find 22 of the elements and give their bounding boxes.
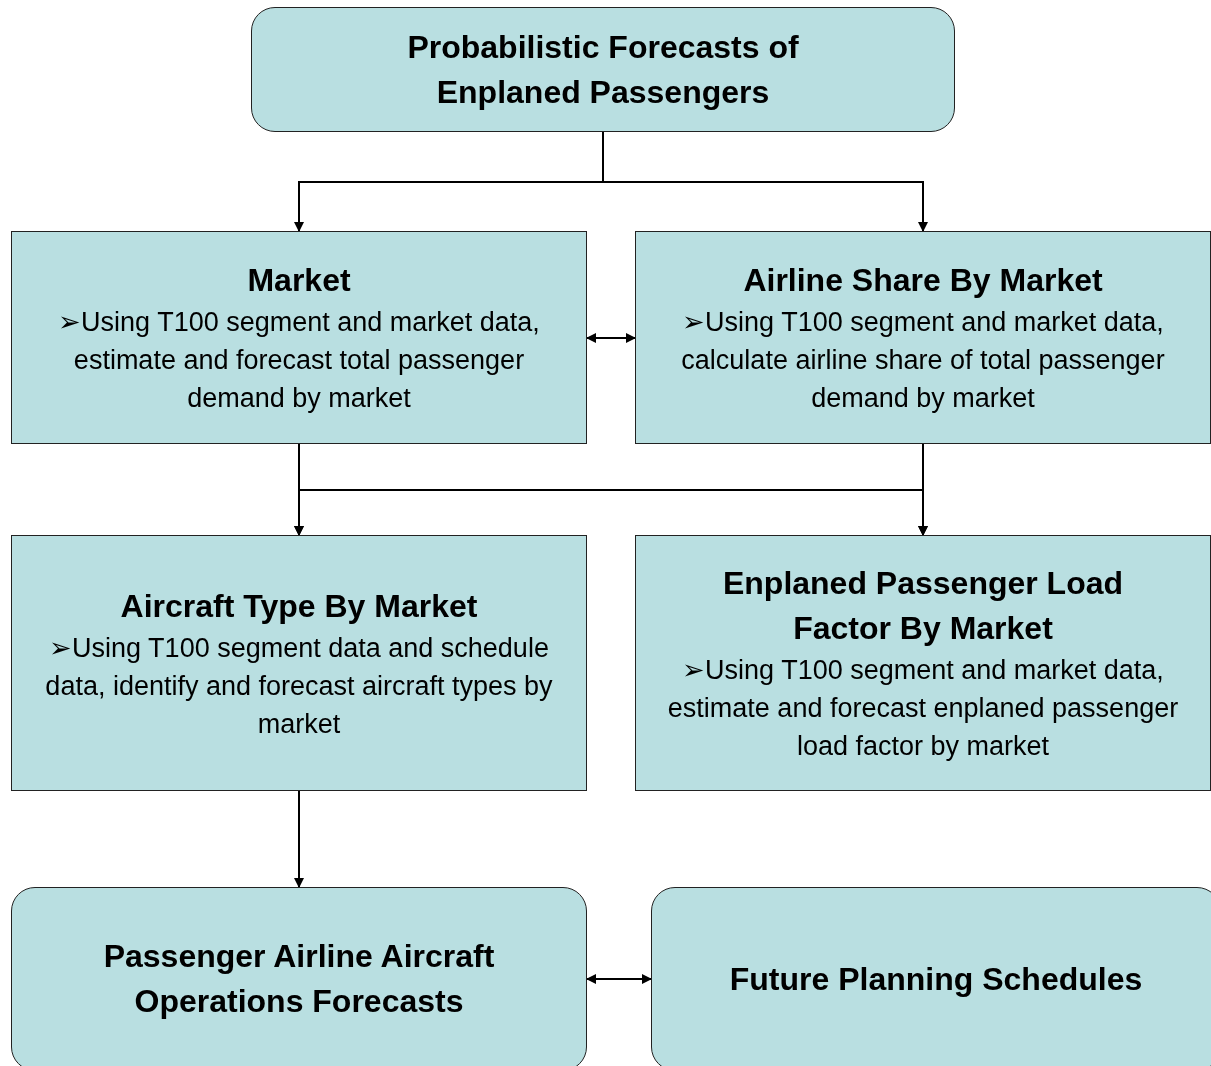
box-heading: Enplaned Passenger Load Factor By Market	[721, 564, 1125, 648]
process-box	[635, 535, 1211, 791]
box-description: ➢Using T100 segment and market data, calculate airline share of total passenger demand by market	[680, 306, 1166, 415]
process-box	[251, 7, 955, 132]
arrow	[586, 974, 652, 984]
process-box	[651, 887, 1211, 1066]
process-box	[11, 231, 587, 444]
box-heading: Airline Share By Market	[742, 261, 1104, 300]
box-heading: Probabilistic Forecasts of Enplaned Passengers	[406, 27, 800, 112]
process-box	[11, 535, 587, 791]
box-heading: Future Planning Schedules	[728, 959, 1144, 999]
box-heading: Passenger Airline Aircraft Operations Forecasts	[102, 937, 496, 1021]
box-description: ➢Using T100 segment data and schedule data, identify and forecast aircraft types by market	[44, 631, 554, 741]
box-description: ➢Using T100 segment and market data, estimate and forecast total passenger demand by market	[57, 306, 541, 415]
process-box	[11, 887, 587, 1066]
box-description: ➢Using T100 segment and market data, estimate and forecast enplaned passenger load factor by market	[666, 654, 1180, 763]
process-box	[635, 231, 1211, 444]
box-heading: Aircraft Type By Market	[119, 586, 479, 626]
arrow	[294, 790, 304, 888]
arrow	[586, 333, 636, 343]
arrow	[918, 443, 928, 536]
box-heading: Market	[246, 261, 352, 300]
